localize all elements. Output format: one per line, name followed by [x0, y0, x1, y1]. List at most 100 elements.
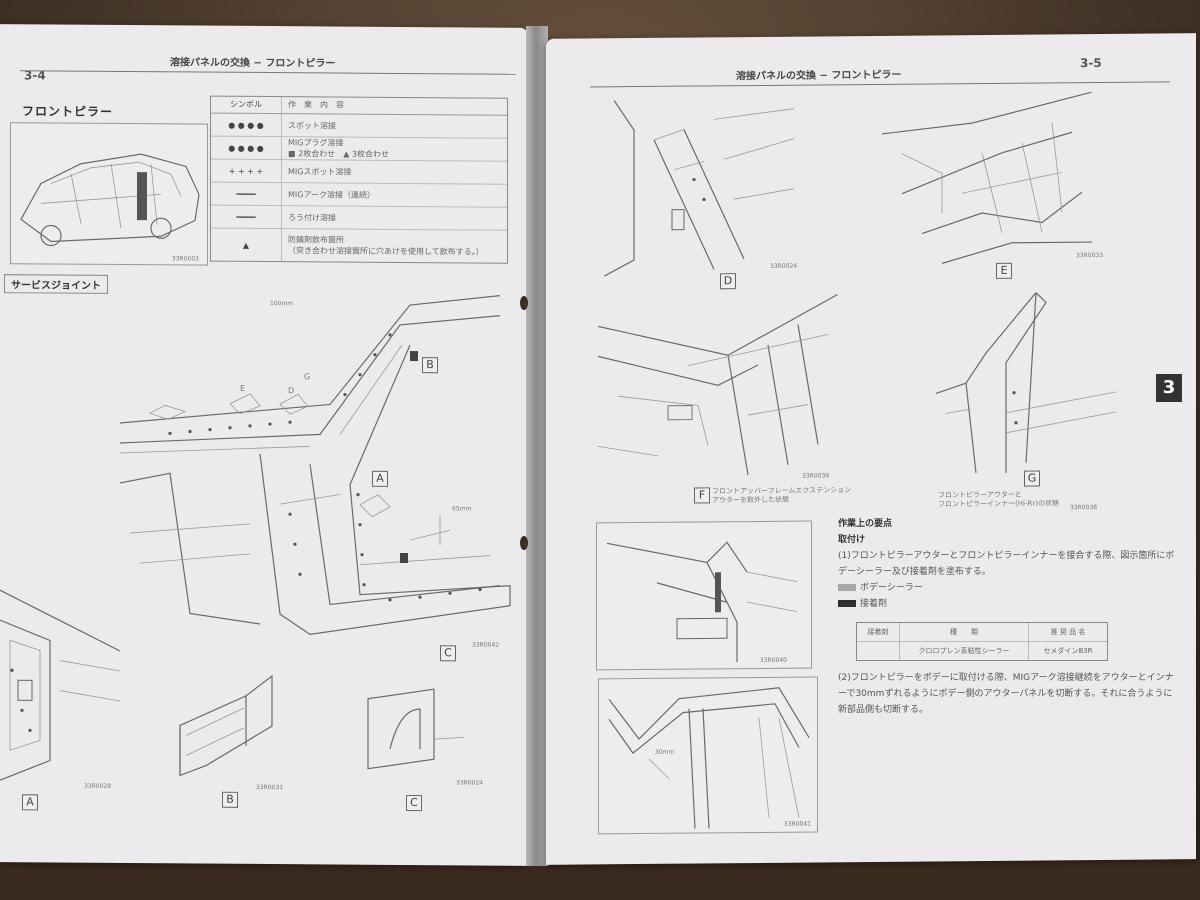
legend-symbol: ━━━━ [211, 205, 282, 229]
work-notes: 作業上の要点 取付け (1)フロントピラーアウターとフロントピラーインナーを接合… [838, 516, 1178, 612]
legend-row: ━━━━ MIGアーク溶接（連続） [211, 182, 507, 208]
callout-g: G [304, 372, 311, 382]
legend-symbol: ▲ [211, 228, 282, 262]
sealer-figure-code: 33R0040 [759, 656, 787, 664]
legend-subtext: （突き合わせ溶接箇所に穴あけを使用して飲布する。） [288, 246, 484, 257]
detail-a-code: 33R0028 [84, 782, 112, 790]
book-binding [526, 26, 548, 866]
table-header-cell: 推 奨 品 名 [1050, 628, 1086, 636]
legend-adhesive-row: 接着剤 [838, 596, 1178, 612]
table-header-cell: 種 類 [900, 623, 1029, 641]
legend-header-symbol: シンボル [211, 96, 282, 114]
dimension-65mm: 65mm [452, 505, 472, 513]
legend-text: MIGアーク溶接（連続） [288, 189, 375, 200]
legend-text: MIGスポット溶接 [288, 166, 352, 177]
detail-d-label: D [720, 273, 736, 290]
cut-position-figure: 30mm 33R0041 [598, 676, 818, 835]
sealer-figure: 33R0040 [596, 520, 812, 671]
legend-row: ● ● ● ● スポット溶接 [211, 113, 507, 139]
notes-item-1: (1)フロントピラーアウターとフロントピラーインナーを接合する際、図示箇所にボデ… [838, 551, 1175, 577]
adhesive-table-header: 接着剤 種 類 推 奨 品 名 [857, 623, 1107, 642]
adhesive-table-row: クロロプレン系粘性シーラー セメダインⅢ3R [857, 642, 1107, 660]
chapter-tab: 3 [1156, 374, 1182, 402]
overview-car-drawing [20, 153, 200, 247]
table-cell: セメダインⅢ3R [1043, 647, 1093, 655]
adhesive-label: 接着剤 [860, 599, 888, 609]
detail-b-code: 33R0031 [256, 783, 284, 792]
front-pillar-main-diagram [119, 295, 511, 635]
detail-g-drawing [935, 291, 1117, 474]
sealer-label: ボデーシーラー [860, 583, 923, 593]
detail-e-label: E [996, 262, 1012, 279]
legend-row: + + + + MIGスポット溶接 [211, 159, 507, 185]
right-page: 溶接パネルの交換 − フロントピラー 3-5 33R0024 D 33R0033… [546, 33, 1196, 865]
detail-g-label: G [1024, 470, 1040, 487]
callout-c: C [440, 645, 456, 662]
detail-c-label: C [406, 794, 422, 812]
detail-f-drawing [598, 294, 839, 476]
dimension-100mm: 100mm [270, 300, 294, 308]
sealer-drawing [606, 541, 798, 663]
binder-hole-left-bottom [520, 536, 528, 550]
legend-symbol: ● ● ● ● [211, 136, 282, 160]
legend-row: ━━━━ ろう付け溶接 [211, 205, 507, 231]
main-diagram-code: 33R0042 [472, 641, 500, 649]
legend-header: シンボル 作 業 内 容 [211, 96, 507, 116]
detail-f-caption: フロントアッパーフレームエクステンション アウターを取外した状態 [712, 486, 852, 505]
overview-code: 33R0003 [171, 255, 199, 263]
binder-hole-left-top [520, 296, 528, 310]
legend-sealer-row: ボデーシーラー [838, 580, 1178, 596]
callout-e: E [240, 383, 246, 393]
detail-c-drawing [367, 688, 465, 770]
weld-dots [168, 333, 482, 602]
legend-text: スポット溶接 [288, 120, 336, 131]
notes-subheading: 取付け [838, 535, 866, 545]
left-page: 3-4 溶接パネルの交換 − フロントピラー フロントピラー 33R0003 シ… [0, 24, 528, 866]
detail-f-code: 33R0039 [802, 472, 830, 480]
callout-b: B [422, 357, 438, 374]
legend-symbol: ● ● ● ● [211, 113, 282, 137]
left-running-head: 溶接パネルの交換 − フロントピラー [170, 57, 336, 70]
table-header-cell: 接着剤 [857, 623, 900, 641]
detail-a-label: A [22, 794, 38, 811]
callout-a: A [372, 470, 388, 487]
adhesive-table: 接着剤 種 類 推 奨 品 名 クロロプレン系粘性シーラー セメダインⅢ3R [856, 622, 1108, 661]
legend-header-content: 作 業 内 容 [288, 100, 344, 110]
detail-c-code: 33R0024 [456, 779, 484, 787]
left-header-rule [20, 70, 516, 75]
legend-symbol: ━━━━ [211, 182, 282, 206]
legend-symbol: + + + + [211, 159, 282, 183]
detail-g-caption: フロントピラーアウターと フロントピラーインナー(Hi-Rr)の状態 [938, 490, 1059, 509]
legend-row: ● ● ● ● MIGプラグ溶接■ 2枚合わせ ▲ 3枚合わせ [211, 136, 507, 162]
notes-item-2-block: (2)フロントピラーをボデーに取付ける際、MIGアーク溶接継続をアウターとインナ… [838, 670, 1180, 718]
detail-b-label: B [222, 791, 238, 808]
weld-legend-table: シンボル 作 業 内 容 ● ● ● ● スポット溶接 ● ● ● ● MIGプ… [210, 95, 508, 264]
detail-e-drawing [882, 91, 1093, 264]
section-title: フロントピラー [22, 104, 114, 119]
detail-d-code: 33R0024 [770, 262, 798, 270]
table-edge [0, 860, 1200, 900]
cut-dimension: 30mm [655, 748, 675, 756]
detail-d-drawing [603, 99, 795, 277]
detail-f-label: F [694, 487, 710, 504]
notes-heading: 作業上の要点 [838, 519, 893, 529]
detail-g-code: 33R0038 [1070, 504, 1098, 512]
legend-row: ▲ 防錆剤飲布箇所（突き合わせ溶接箇所に穴あけを使用して飲布する。） [211, 228, 507, 263]
cut-position-drawing [608, 687, 810, 829]
adhesive-swatch [838, 600, 856, 607]
detail-a-drawing [0, 589, 121, 781]
overview-car-figure: 33R0003 [10, 122, 208, 266]
detail-b-drawing [179, 674, 273, 777]
detail-e-code: 33R0033 [1076, 251, 1104, 260]
callout-d: D [288, 386, 295, 396]
legend-text: ろう付け溶接 [288, 212, 336, 223]
table-cell [857, 642, 900, 660]
cut-figure-code: 33R0041 [783, 820, 811, 828]
table-cell: クロロプレン系粘性シーラー [900, 642, 1029, 660]
right-running-head: 溶接パネルの交換 − フロントピラー [736, 69, 902, 83]
right-page-number: 3-5 [1080, 55, 1102, 71]
right-header-rule [590, 81, 1170, 88]
service-joint-label: サービスジョイント [4, 274, 108, 294]
sealer-swatch [838, 584, 856, 591]
legend-subtext: ■ 2枚合わせ ▲ 3枚合わせ [288, 149, 389, 159]
